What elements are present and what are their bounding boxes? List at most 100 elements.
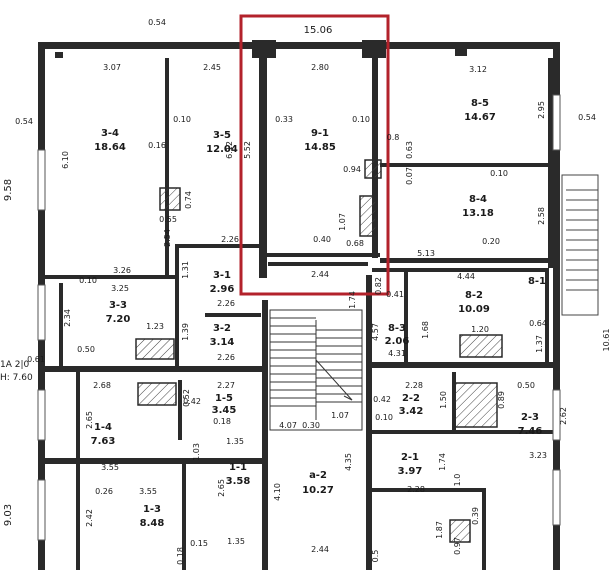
dimension-label: 2.95 — [537, 101, 546, 119]
dimension-label: 0.61 — [27, 355, 45, 364]
dimension-label: 1.35 — [227, 537, 245, 546]
dimension-label: 0.94 — [343, 165, 361, 174]
dimension-label: 15.06 — [304, 25, 333, 36]
dimension-label: 0.54 — [148, 18, 166, 27]
dimension-label: 1.07 — [338, 213, 347, 231]
dimension-label: 0.42 — [183, 397, 201, 406]
dimension-label: 0.10 — [79, 276, 97, 285]
dimension-label: 2.42 — [85, 509, 94, 527]
room-number: 8-4 — [469, 194, 487, 205]
ventilation-shafts — [135, 159, 503, 543]
dimension-label: 1.87 — [435, 521, 444, 539]
room-number: 8-5 — [471, 98, 489, 109]
room-area: 2.06 — [385, 336, 410, 347]
room-area: 3.97 — [398, 466, 423, 477]
dimension-label: 4.31 — [388, 349, 406, 358]
dimension-label: 1.0 — [453, 474, 462, 487]
dimension-label: 6.10 — [61, 151, 70, 169]
dimension-label: 1.23 — [146, 322, 164, 331]
room-number: 3-5 — [213, 130, 231, 141]
dimension-label: 0.63 — [405, 141, 414, 159]
room-area: 3.45 — [212, 405, 237, 416]
dimension-label: 0.33 — [275, 115, 293, 124]
dimension-label: 0.55 — [159, 215, 177, 224]
room-area: 7.46 — [518, 426, 543, 437]
room-number: 9-1 — [311, 128, 329, 139]
dimension-label: 2.65 — [85, 411, 94, 429]
dimension-label: 3.12 — [469, 65, 487, 74]
dimension-label: 2.28 — [405, 381, 423, 390]
dimension-label: 2.44 — [311, 270, 329, 279]
dimension-label: 0.8 — [387, 133, 400, 142]
room-area: 10.27 — [302, 485, 334, 496]
dimension-label: 3.25 — [111, 284, 129, 293]
dimension-label: 1.31 — [181, 261, 190, 279]
dimension-label: 0.15 — [190, 539, 208, 548]
room-number: 3-3 — [109, 300, 127, 311]
room-number: 3-4 — [101, 128, 119, 139]
room-number: 1-5 — [215, 393, 233, 404]
dimension-label: 0.54 — [578, 113, 596, 122]
dimension-label: 0.40 — [313, 235, 331, 244]
dimension-label: 0.50 — [77, 345, 95, 354]
dimension-label: 1.07 — [331, 411, 349, 420]
dimension-label: 0.10 — [490, 169, 508, 178]
dimension-label: 2.65 — [217, 479, 226, 497]
dimension-label: 0.68 — [346, 239, 364, 248]
dimension-label: 0.07 — [405, 167, 414, 185]
room-number: a-2 — [309, 470, 327, 481]
dimension-label: 0.10 — [173, 115, 191, 124]
room-number: 8-2 — [465, 290, 483, 301]
dimension-label: 4.07 — [279, 421, 297, 430]
dimension-label: 2.45 — [203, 63, 221, 72]
staircase — [269, 309, 363, 431]
room-number: 3-2 — [213, 323, 231, 334]
room-number: 2-3 — [521, 412, 539, 423]
dimension-label: 9.58 — [3, 179, 14, 201]
dimension-label: 3.23 — [529, 451, 547, 460]
dimension-label: 0.26 — [95, 487, 113, 496]
room-area: 13.18 — [462, 208, 494, 219]
dimension-label: 1.68 — [421, 321, 430, 339]
room-area: 18.64 — [94, 142, 126, 153]
dimension-label: 0.20 — [482, 237, 500, 246]
dimension-label: 1.37 — [535, 335, 544, 353]
dimension-label: 9.03 — [3, 504, 14, 526]
dimension-label: 1.03 — [192, 443, 201, 461]
dimension-label: 0.97 — [453, 537, 462, 555]
dimension-label: 5.13 — [417, 249, 435, 258]
dimension-label: 2.68 — [93, 381, 111, 390]
room-area: 3.42 — [399, 406, 424, 417]
dimension-label: 0.52 — [182, 389, 191, 407]
room-area: 3.58 — [226, 476, 251, 487]
dimension-label: 5.52 — [243, 141, 252, 159]
dimension-label: 1.20 — [471, 325, 489, 334]
room-number: 8-1 — [528, 276, 546, 287]
dimension-label: 0.74 — [184, 191, 193, 209]
dimension-label: 2.27 — [217, 381, 235, 390]
dimension-label: 0.10 — [352, 115, 370, 124]
room-number: 2-1 — [401, 452, 419, 463]
dimension-label: 2.44 — [311, 545, 329, 554]
external-stairs — [561, 174, 599, 316]
dimension-label: 0.16 — [148, 141, 166, 150]
room-number: 8-3 — [388, 323, 406, 334]
dimension-label: 0.18 — [176, 547, 185, 565]
room-area: 14.85 — [304, 142, 336, 153]
dimension-label: 4.44 — [457, 272, 475, 281]
dimension-label: 0.30 — [302, 421, 320, 430]
dimension-label: 3.55 — [139, 487, 157, 496]
dimension-label: 1.39 — [181, 323, 190, 341]
dimension-label: 1.50 — [439, 391, 448, 409]
dimension-label: 0.39 — [471, 507, 480, 525]
dimension-label: 2.58 — [537, 207, 546, 225]
room-area: 10.09 — [458, 304, 490, 315]
room-number: 1-3 — [143, 504, 161, 515]
interior-walls — [45, 58, 558, 570]
dimension-label: 0.50 — [517, 381, 535, 390]
windows — [37, 94, 561, 541]
dimension-label: 4.57 — [371, 323, 380, 341]
dimension-label: 2.80 — [311, 63, 329, 72]
dimension-label: 1.74 — [348, 291, 357, 309]
